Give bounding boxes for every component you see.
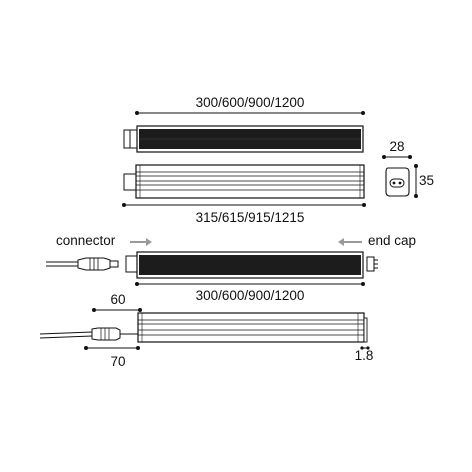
profile-section: 28 35	[382, 139, 434, 198]
dimension-connector-offset: 60	[92, 292, 142, 312]
bar-side	[123, 164, 365, 199]
cable-bottom	[39, 327, 138, 341]
view-top-bar: 300/600/900/1200	[123, 95, 365, 153]
end-cap-arrow	[338, 238, 362, 246]
dimension-mid-length: 300/600/900/1200	[135, 282, 365, 303]
view-side-bar: 315/615/915/1215 28 35	[122, 139, 434, 225]
overall-length-label: 315/615/915/1215	[196, 210, 305, 225]
bar-mid	[136, 251, 364, 279]
dimension-connector-total: 70	[84, 346, 140, 369]
dimension-end-gap: 1.8	[355, 346, 374, 363]
end-cap-label: end cap	[368, 233, 416, 248]
end-gap-label: 1.8	[355, 348, 374, 363]
top-length-label: 300/600/900/1200	[196, 95, 305, 110]
mid-length-label: 300/600/900/1200	[196, 288, 305, 303]
connector-offset-label: 60	[110, 292, 125, 307]
bar-top	[123, 125, 364, 153]
view-connector-endcap: connector end cap	[46, 233, 416, 303]
connector-total-label: 70	[110, 354, 125, 369]
bar-bottom	[137, 312, 368, 343]
profile-height-label: 35	[419, 173, 434, 188]
profile-width-label: 28	[389, 139, 404, 154]
cable-connector	[46, 255, 138, 273]
connector-arrow	[130, 238, 152, 246]
end-cap	[366, 256, 378, 272]
connector-label: connector	[56, 233, 116, 248]
dimension-overall-length: 315/615/915/1215	[122, 203, 366, 225]
dimension-top-length: 300/600/900/1200	[135, 95, 365, 115]
view-bottom-bar: 60 70	[39, 292, 374, 369]
